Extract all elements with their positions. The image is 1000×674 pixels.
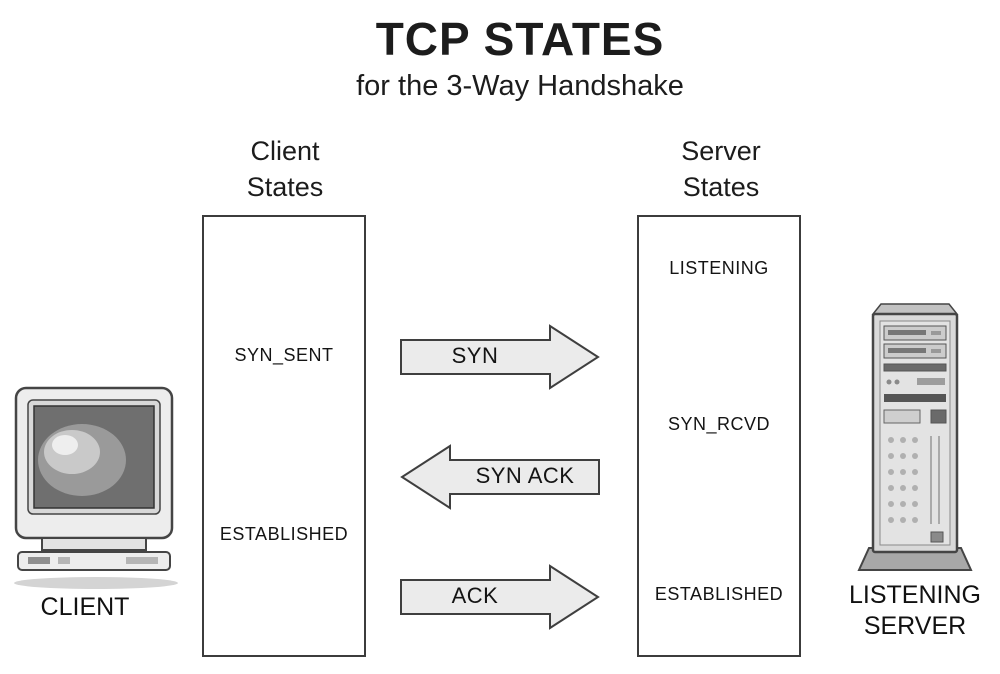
- server-device-label: LISTENING SERVER: [845, 580, 985, 642]
- server-state-syn-rcvd: SYN_RCVD: [667, 414, 771, 434]
- client-device-label: CLIENT: [40, 593, 130, 621]
- ack-arrow: ACK: [400, 564, 600, 630]
- client-state-syn-sent: SYN_SENT: [234, 345, 334, 365]
- server-tower-icon: [855, 298, 975, 578]
- right-arrow-icon: [400, 564, 600, 630]
- syn-arrow: SYN: [400, 324, 600, 390]
- server-device-label-line1: LISTENING: [849, 581, 981, 609]
- syn-ack-arrow: SYN ACK: [400, 444, 600, 510]
- server-state-box: LISTENING SYN_RCVD ESTABLISHED: [637, 215, 801, 657]
- syn-arrow-label: SYN: [451, 343, 499, 368]
- server-state-listening: LISTENING: [669, 258, 769, 278]
- diagram-subtitle: for the 3-Way Handshake: [356, 70, 684, 102]
- server-states-header-line2: States: [682, 172, 760, 202]
- diagram-title: TCP STATES: [375, 13, 665, 65]
- client-state-established: ESTABLISHED: [219, 524, 349, 544]
- server-states-header: Server States: [621, 133, 821, 205]
- left-arrow-icon: [400, 444, 600, 510]
- ack-arrow-label: ACK: [451, 583, 499, 608]
- client-computer-icon: [8, 386, 180, 591]
- client-states-header: Client States: [185, 133, 385, 205]
- server-device-label-line2: SERVER: [863, 612, 967, 640]
- client-state-box: SYN_SENT ESTABLISHED: [202, 215, 366, 657]
- client-states-header-line2: States: [246, 172, 324, 202]
- right-arrow-icon: [400, 324, 600, 390]
- server-states-header-line1: Server: [681, 136, 761, 166]
- server-state-established: ESTABLISHED: [654, 584, 784, 604]
- client-states-header-line1: Client: [250, 136, 320, 166]
- syn-ack-arrow-label: SYN ACK: [475, 463, 575, 488]
